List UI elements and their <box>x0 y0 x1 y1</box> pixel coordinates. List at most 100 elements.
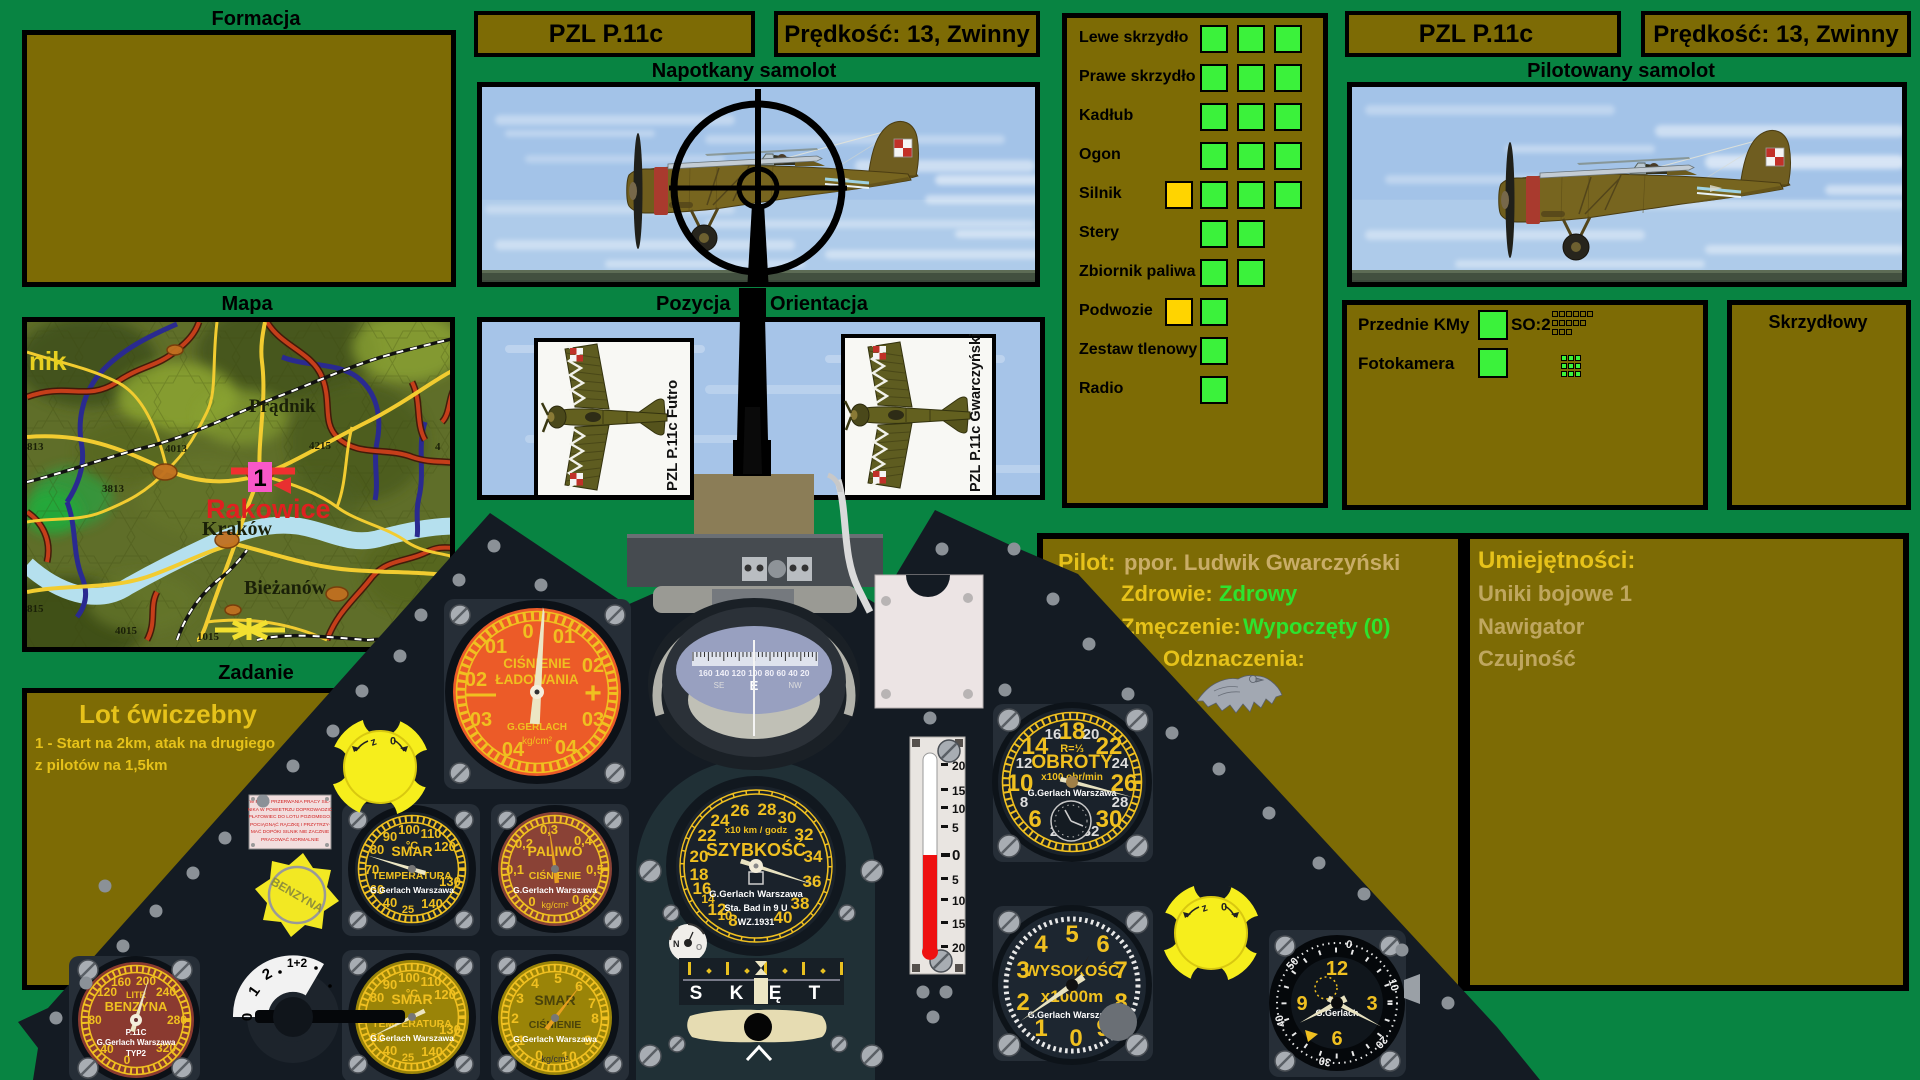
svg-text:0: 0 <box>1069 1025 1082 1052</box>
svg-text:3: 3 <box>1366 993 1377 1015</box>
svg-text:14: 14 <box>701 892 715 906</box>
svg-text:40: 40 <box>100 1042 114 1056</box>
svg-text:ŁADOWANIA: ŁADOWANIA <box>495 672 578 687</box>
svg-text:6: 6 <box>575 978 583 994</box>
svg-text:7: 7 <box>588 995 596 1011</box>
svg-text:10: 10 <box>952 802 966 816</box>
svg-text:9: 9 <box>1296 993 1307 1015</box>
svg-text:03: 03 <box>582 709 604 731</box>
svg-text:12: 12 <box>1016 755 1033 772</box>
svg-text:5: 5 <box>952 821 959 835</box>
svg-text:0: 0 <box>528 894 535 909</box>
svg-text:26: 26 <box>731 801 750 820</box>
svg-text:0,5: 0,5 <box>586 862 604 877</box>
svg-text:0: 0 <box>535 1047 543 1063</box>
svg-text:NW: NW <box>788 681 802 690</box>
svg-text:8: 8 <box>1114 989 1127 1016</box>
svg-text:x10 km / godz: x10 km / godz <box>725 825 788 836</box>
svg-text:20: 20 <box>690 847 709 866</box>
svg-text:01: 01 <box>485 636 507 658</box>
svg-text:2: 2 <box>511 1010 519 1026</box>
svg-text:E: E <box>750 678 759 693</box>
svg-text:30: 30 <box>778 808 797 827</box>
svg-text:G.Gerlach Warszawa: G.Gerlach Warszawa <box>1028 1010 1118 1020</box>
svg-text:0: 0 <box>124 1053 131 1067</box>
svg-text:0,4: 0,4 <box>574 833 593 848</box>
svg-text:38: 38 <box>791 894 810 913</box>
svg-text:280: 280 <box>167 1013 187 1027</box>
svg-text:130: 130 <box>439 1022 461 1037</box>
svg-text:815: 815 <box>27 603 44 615</box>
svg-text:10: 10 <box>1007 770 1034 797</box>
svg-text:60: 60 <box>370 1030 384 1045</box>
svg-text:P.11C: P.11C <box>126 1028 147 1037</box>
svg-text:15: 15 <box>952 917 966 931</box>
svg-text:15: 15 <box>952 784 966 798</box>
svg-text:0: 0 <box>952 847 960 864</box>
svg-text:SMAR: SMAR <box>391 991 432 1007</box>
svg-text:40: 40 <box>383 1043 397 1058</box>
svg-text:1: 1 <box>253 465 266 492</box>
svg-text:2: 2 <box>1016 989 1029 1016</box>
svg-text:9: 9 <box>584 1032 592 1048</box>
svg-text:25: 25 <box>402 1052 414 1064</box>
svg-text:Sta. Bad in 9 U: Sta. Bad in 9 U <box>724 903 787 913</box>
svg-text:kg/cm²: kg/cm² <box>522 736 553 747</box>
svg-text:18: 18 <box>690 865 709 884</box>
svg-text:Rakowice: Rakowice <box>206 494 331 524</box>
svg-text:4013: 4013 <box>165 443 188 455</box>
svg-text:PZL P.11c Futro: PZL P.11c Futro <box>664 380 681 491</box>
svg-text:Bieżanów: Bieżanów <box>244 577 327 599</box>
svg-text:320: 320 <box>156 1041 176 1055</box>
svg-text:8: 8 <box>1020 794 1028 811</box>
svg-text:16: 16 <box>693 879 712 898</box>
svg-text:0,2: 0,2 <box>515 836 533 851</box>
svg-text:02: 02 <box>582 655 604 677</box>
svg-text:+: + <box>584 677 602 710</box>
svg-text:28: 28 <box>758 800 777 819</box>
svg-text:22: 22 <box>698 826 717 845</box>
svg-text:20: 20 <box>952 759 966 773</box>
svg-text:SE: SE <box>714 681 725 690</box>
svg-text:32: 32 <box>795 825 814 844</box>
svg-text:CIŚNIENIE: CIŚNIENIE <box>529 1018 582 1031</box>
svg-text:CIŚNIENIE: CIŚNIENIE <box>529 869 582 882</box>
svg-text:03: 03 <box>470 709 492 731</box>
svg-text:8: 8 <box>591 1010 599 1026</box>
svg-text:40: 40 <box>1273 1013 1288 1028</box>
svg-text:3813: 3813 <box>102 483 125 495</box>
svg-text:30: 30 <box>1318 1054 1332 1068</box>
svg-text:nik: nik <box>29 346 67 376</box>
svg-text:01: 01 <box>553 626 575 648</box>
svg-text:4: 4 <box>531 975 539 991</box>
svg-text:PZL P.11c Gwarczyński: PZL P.11c Gwarczyński <box>968 333 984 492</box>
svg-text:5: 5 <box>952 873 959 887</box>
svg-text:20: 20 <box>1373 1033 1390 1050</box>
svg-text:0,6: 0,6 <box>572 892 590 907</box>
svg-text:0: 0 <box>239 1013 256 1021</box>
svg-text:140: 140 <box>421 1044 443 1059</box>
svg-text:CIŚNIENIE: CIŚNIENIE <box>503 656 571 671</box>
svg-text:80: 80 <box>88 1013 102 1027</box>
svg-text:10: 10 <box>561 1048 577 1064</box>
svg-text:0,3: 0,3 <box>540 822 558 837</box>
svg-text:kg/cm²: kg/cm² <box>542 1054 569 1064</box>
svg-text:kg/cm²: kg/cm² <box>542 900 569 910</box>
svg-text:40: 40 <box>774 908 793 927</box>
svg-text:3: 3 <box>516 990 524 1006</box>
svg-text:10: 10 <box>718 908 732 923</box>
svg-text:4015: 4015 <box>115 625 138 637</box>
svg-text:4: 4 <box>435 441 441 453</box>
svg-text:0,1: 0,1 <box>506 862 524 877</box>
svg-text:0: 0 <box>522 621 533 643</box>
svg-text:3: 3 <box>1016 957 1029 984</box>
svg-text:Ę T: Ę T <box>769 983 832 1004</box>
svg-text:N: N <box>673 939 680 949</box>
svg-text:1: 1 <box>517 1032 525 1048</box>
svg-text:70: 70 <box>365 1010 379 1025</box>
svg-text:813: 813 <box>27 441 44 453</box>
svg-text:04: 04 <box>555 737 578 759</box>
svg-text:SZYBKOŚĆ: SZYBKOŚĆ <box>706 839 806 860</box>
svg-text:G.GERLACH: G.GERLACH <box>507 722 567 733</box>
svg-text:WZ.1931: WZ.1931 <box>738 917 775 927</box>
